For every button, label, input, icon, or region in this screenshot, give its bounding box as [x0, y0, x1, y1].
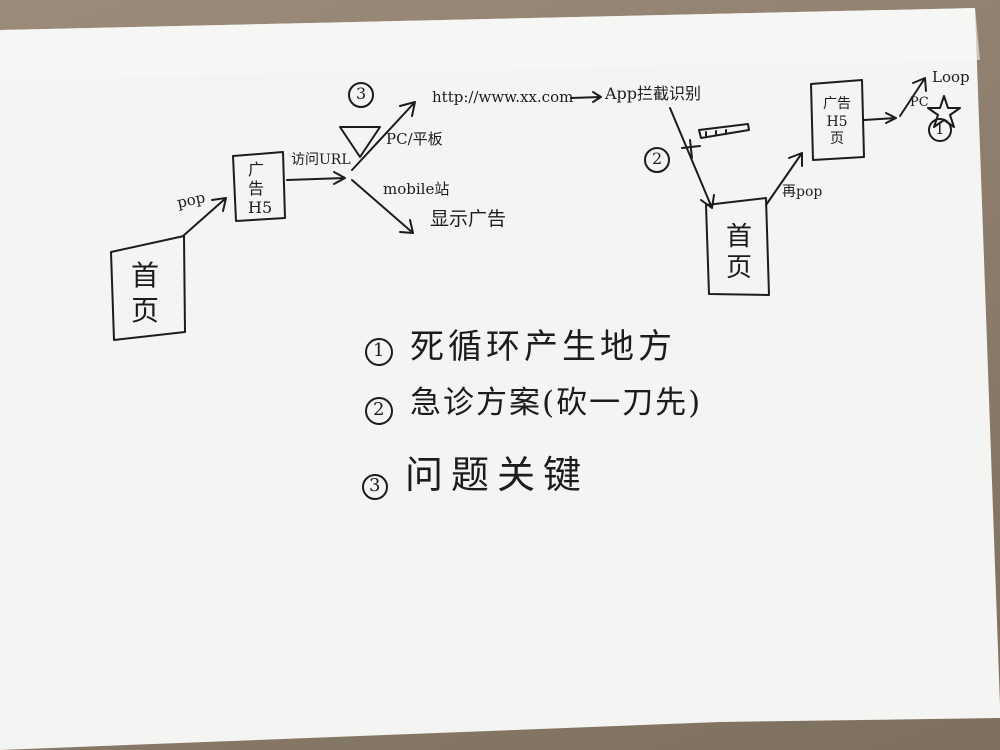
cut-mark — [681, 139, 701, 159]
note-2-circle — [365, 397, 393, 425]
marker-2-circle — [644, 147, 670, 173]
mobile-arrow — [351, 179, 414, 234]
note-1-circle — [365, 338, 393, 366]
home-box-right — [705, 197, 770, 296]
loop-label: Loop — [932, 68, 970, 86]
visit-url-label: 访问URL — [291, 152, 351, 168]
pc-tablet-label: PC/平板 — [386, 130, 443, 148]
visit-url-arrow — [286, 171, 346, 185]
note-2-text: 急诊方案(砍一刀先) — [410, 385, 703, 421]
ad-h5-node-left: 广 告 H5 — [248, 160, 273, 218]
loop-arrow — [899, 77, 927, 117]
marker-3-circle — [348, 82, 374, 108]
pc-tablet-arrow — [351, 101, 416, 171]
pop-arrow — [182, 197, 227, 237]
url-label: http://www.xx.com — [432, 88, 574, 106]
router-triangle — [339, 126, 381, 158]
note-2-number: 2 — [373, 399, 385, 420]
home-node-left: 首 页 — [131, 259, 160, 327]
box-to-pc-arrow — [863, 112, 897, 124]
note-3-number: 3 — [369, 475, 381, 496]
note-3-text: 问题关键 — [405, 453, 590, 497]
home-node-right: 首 页 — [726, 222, 753, 284]
ad-h5-node-right: 广告 H5 页 — [823, 96, 851, 147]
marker-2-label: 2 — [652, 149, 663, 168]
pc-label: PC — [910, 95, 929, 110]
repop-arrow — [765, 152, 803, 206]
marker-1-circle — [928, 118, 952, 142]
knife-sketch — [698, 123, 750, 139]
marker-3-label: 3 — [356, 84, 367, 103]
note-3-circle — [362, 474, 388, 500]
marker-1-label: 1 — [935, 120, 945, 138]
ad-h5-box-left — [232, 151, 286, 222]
home-box-left — [110, 235, 186, 341]
repop-label: 再pop — [782, 184, 823, 200]
note-1-number: 1 — [373, 340, 385, 361]
ad-h5-box-right — [810, 79, 865, 161]
show-ad-label: 显示广告 — [430, 208, 507, 230]
mobile-site-label: mobile站 — [383, 180, 450, 198]
url-to-app-arrow — [570, 91, 602, 103]
note-1-text: 死循环产生地方 — [410, 327, 676, 367]
app-intercept-label: App拦截识别 — [605, 84, 702, 103]
